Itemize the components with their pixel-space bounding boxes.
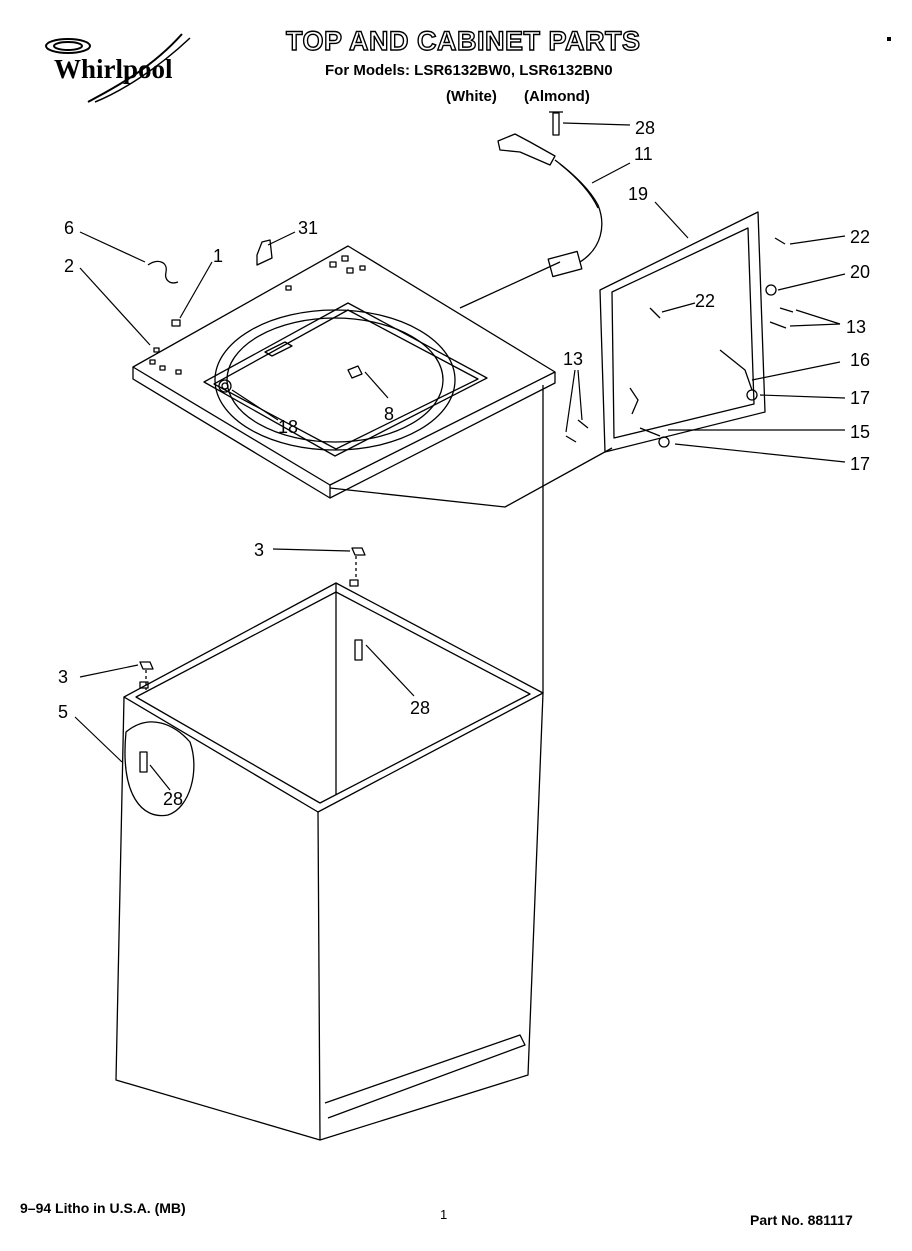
whirlpool-logo: Whirlpool bbox=[40, 30, 200, 110]
callout-28-top: 28 bbox=[635, 118, 655, 138]
callout-13-left: 13 bbox=[563, 349, 583, 369]
litho-note: 9–94 Litho in U.S.A. (MB) bbox=[20, 1200, 186, 1216]
callout-13-right: 13 bbox=[846, 317, 866, 337]
washer-cabinet bbox=[115, 385, 544, 1141]
callout-28-middle: 28 bbox=[410, 698, 430, 718]
callout-19: 19 bbox=[628, 184, 648, 204]
callout-2: 2 bbox=[64, 256, 74, 276]
callout-20: 20 bbox=[850, 262, 870, 282]
part-number: Part No. 881117 bbox=[750, 1212, 853, 1228]
callout-18: 18 bbox=[278, 417, 298, 437]
callout-16: 16 bbox=[850, 350, 870, 370]
color-white-label: (White) bbox=[446, 88, 497, 105]
callout-6: 6 bbox=[64, 218, 74, 238]
lid-switch-assembly bbox=[497, 111, 603, 278]
callout-17-bottom: 17 bbox=[850, 454, 870, 474]
page-number: 1 bbox=[440, 1207, 448, 1222]
swirl-logo-icon bbox=[45, 33, 191, 103]
color-almond-label: (Almond) bbox=[524, 88, 590, 105]
callout-leader-lines bbox=[74, 122, 846, 791]
washer-top-panel bbox=[132, 239, 613, 508]
callout-22-left: 22 bbox=[695, 291, 715, 311]
callout-11: 11 bbox=[634, 144, 653, 164]
page-title: TOP AND CABINET PARTS bbox=[285, 25, 641, 56]
callout-1: 1 bbox=[213, 246, 223, 266]
models-line: For Models: LSR6132BW0, LSR6132BN0 bbox=[325, 62, 613, 79]
callout-31: 31 bbox=[298, 218, 318, 238]
corner-mark bbox=[887, 37, 891, 41]
callout-3-left: 3 bbox=[58, 667, 68, 687]
callout-17-top: 17 bbox=[850, 388, 870, 408]
callout-3-top: 3 bbox=[254, 540, 264, 560]
callout-28-cutaway: 28 bbox=[163, 789, 183, 809]
callout-8: 8 bbox=[384, 404, 394, 424]
callout-5: 5 bbox=[58, 702, 68, 722]
brand-name: Whirlpool bbox=[54, 54, 173, 84]
callout-22-right: 22 bbox=[850, 227, 870, 247]
console-frame bbox=[565, 211, 794, 453]
callout-15: 15 bbox=[850, 422, 870, 442]
callout-numbers: 6 2 1 31 8 18 28 11 19 22 20 22 13 16 17… bbox=[58, 118, 870, 809]
